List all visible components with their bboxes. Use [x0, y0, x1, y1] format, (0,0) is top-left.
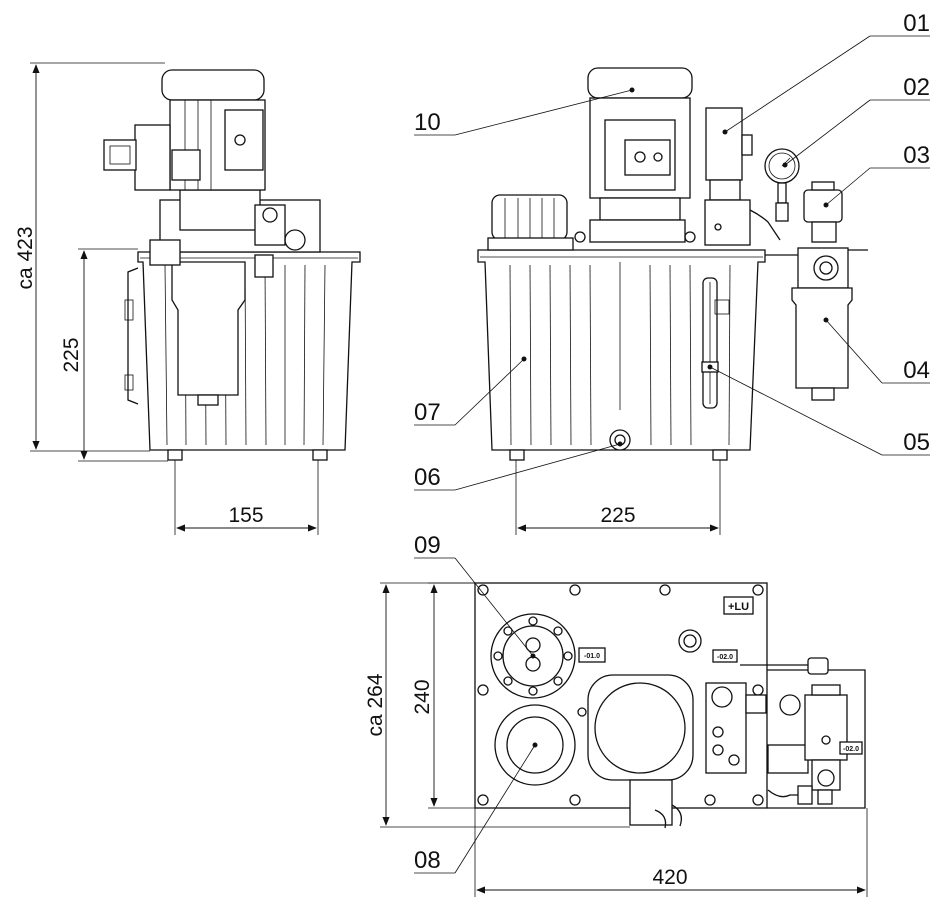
callout-09: 09 — [414, 532, 441, 559]
tag-lu: +LU — [728, 601, 749, 613]
callout-10: 10 — [414, 109, 441, 136]
front-view — [477, 67, 868, 461]
tag-t2: -02.0 — [717, 654, 733, 661]
tag-t1: -01.0 — [584, 653, 600, 660]
width-top-label: 420 — [652, 866, 687, 889]
callout-dots — [521, 87, 829, 748]
top-view — [474, 582, 866, 829]
height-tank-label: 225 — [60, 337, 83, 372]
side-dims — [30, 62, 319, 535]
callout-08: 08 — [414, 847, 441, 874]
callout-01: 01 — [903, 10, 930, 37]
depth-plate-label: 240 — [411, 679, 434, 714]
top-dims — [380, 582, 868, 897]
callout-03: 03 — [903, 142, 930, 169]
callout-leaders — [414, 35, 930, 874]
callout-04: 04 — [903, 357, 930, 384]
front-dims — [515, 460, 721, 535]
width-side-label: 155 — [228, 504, 263, 527]
callout-07: 07 — [414, 399, 441, 426]
callout-06: 06 — [414, 464, 441, 491]
width-front-label: 225 — [600, 504, 635, 527]
tag-t3: -02.0 — [843, 746, 859, 753]
callout-05: 05 — [903, 429, 930, 456]
side-view — [103, 69, 361, 461]
callout-02: 02 — [903, 74, 930, 101]
depth-top-label: ca 264 — [364, 673, 387, 736]
height-total-label: ca 423 — [14, 226, 37, 289]
